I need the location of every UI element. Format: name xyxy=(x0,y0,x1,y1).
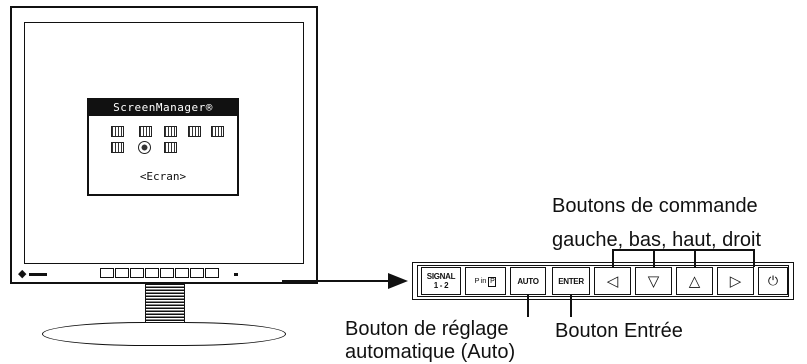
screenmanager-title: ScreenManager® xyxy=(89,100,237,116)
direction-bracket-tick xyxy=(612,249,614,267)
others-icon[interactable] xyxy=(211,126,224,137)
control-buttons-title: Boutons de commande xyxy=(552,195,758,217)
enter-button-caption: Bouton Entrée xyxy=(555,320,683,342)
bezel-button[interactable] xyxy=(160,268,174,278)
bezel-button[interactable] xyxy=(145,268,159,278)
right-button[interactable]: ▷ xyxy=(717,267,754,295)
auto-button[interactable]: AUTO xyxy=(510,267,546,295)
bezel-button-row xyxy=(100,268,220,280)
arrow-head-icon xyxy=(388,273,408,289)
pip-icon[interactable] xyxy=(164,126,177,137)
menu-caption: <Ecran> xyxy=(139,170,187,183)
pip-box-label: P xyxy=(488,276,497,287)
left-button[interactable]: ◁ xyxy=(594,267,631,295)
screenmanager-menu: ScreenManager® <Ecran> xyxy=(87,98,239,196)
auto-button-caption: Bouton de réglage xyxy=(345,318,509,340)
callout-arrow-line xyxy=(282,280,394,282)
up-button[interactable]: △ xyxy=(676,267,713,295)
power-led xyxy=(234,273,238,276)
control-panel-inner xyxy=(417,265,789,297)
enter-leader-line xyxy=(570,295,572,317)
power-icon: ⏻ xyxy=(767,273,779,289)
right-arrow-icon: ▷ xyxy=(729,271,742,290)
bezel-button[interactable] xyxy=(190,268,204,278)
power-button[interactable]: ⏻ xyxy=(758,267,788,295)
bezel-button[interactable] xyxy=(115,268,129,278)
direction-bracket-tick xyxy=(694,249,696,267)
bezel-button[interactable] xyxy=(130,268,144,278)
information-icon[interactable] xyxy=(111,142,124,153)
left-arrow-icon: ◁ xyxy=(606,271,619,290)
direction-bracket-tick xyxy=(753,249,755,267)
brand-logo xyxy=(29,273,47,276)
diamond-logo-icon: ◆ xyxy=(18,268,27,280)
auto-leader-line xyxy=(527,295,529,317)
down-button[interactable]: ▽ xyxy=(635,267,672,295)
language-icon[interactable] xyxy=(138,141,151,154)
signal-button-label: SIGNAL xyxy=(426,272,456,281)
direction-bracket xyxy=(612,249,754,251)
signal-button-sublabel: 1 - 2 xyxy=(433,281,449,290)
up-arrow-icon: △ xyxy=(688,271,701,290)
pip-button-label: P in xyxy=(474,275,487,285)
auto-button-label: AUTO xyxy=(517,276,539,286)
enter-button[interactable]: ENTER xyxy=(552,267,590,295)
screen-icon[interactable] xyxy=(111,126,124,137)
direction-bracket-tick xyxy=(653,249,655,267)
bezel-button[interactable] xyxy=(100,268,114,278)
control-buttons-directions: gauche, bas, haut, droit xyxy=(552,229,762,251)
auto-button-caption-line2: automatique (Auto) xyxy=(345,341,516,363)
bezel-button[interactable] xyxy=(205,268,219,278)
color-icon[interactable] xyxy=(139,126,152,137)
bezel-button[interactable] xyxy=(175,268,189,278)
down-arrow-icon: ▽ xyxy=(647,271,660,290)
signal-icon[interactable] xyxy=(164,142,177,153)
power-manager-icon[interactable] xyxy=(188,126,201,137)
monitor-stand-base xyxy=(42,322,286,346)
enter-button-label: ENTER xyxy=(558,276,584,286)
